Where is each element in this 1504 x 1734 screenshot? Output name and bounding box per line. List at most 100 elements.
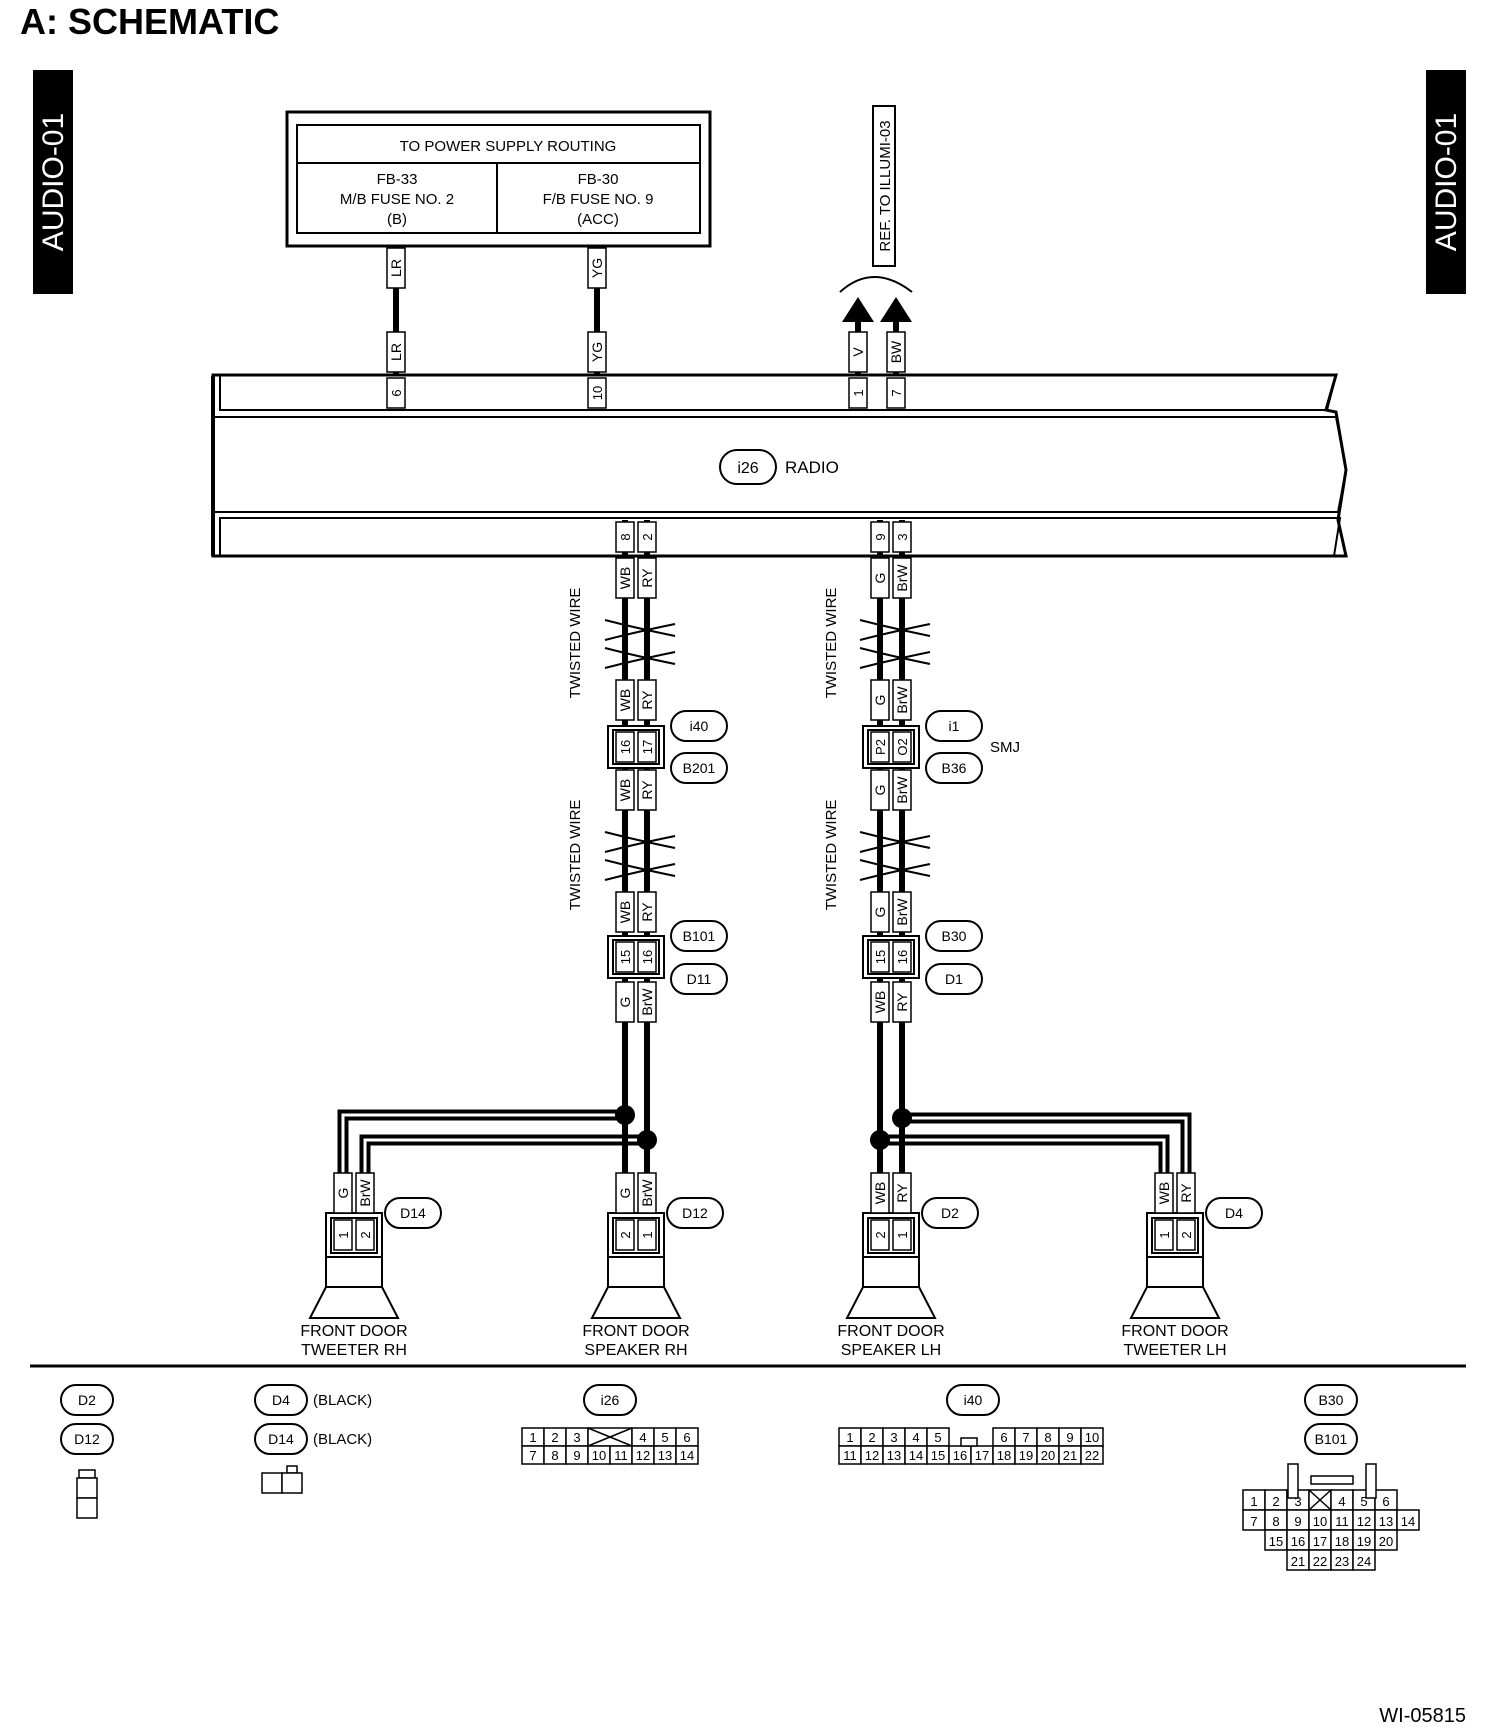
legend-pin: 9 xyxy=(1066,1430,1073,1445)
connector-oval xyxy=(583,1384,637,1416)
pin-cell xyxy=(892,521,912,553)
legend-connector-label: D2 xyxy=(78,1392,96,1408)
legend-pin: 7 xyxy=(1250,1514,1257,1529)
connector-upper-label: i40 xyxy=(690,718,709,734)
smj-label: SMJ xyxy=(990,739,1020,756)
wire-tag-box xyxy=(892,981,912,1023)
wire-color-label: YG xyxy=(589,258,605,278)
wire-color-label: G xyxy=(872,695,888,706)
pin-cell xyxy=(1154,1219,1174,1251)
legend-pin: 23 xyxy=(1335,1554,1349,1569)
legend-pin: 13 xyxy=(887,1448,901,1463)
legend-pin: 16 xyxy=(1291,1534,1305,1549)
wire-tag-box xyxy=(637,679,657,721)
legend-pin: 8 xyxy=(1044,1430,1051,1445)
pin-cell xyxy=(637,941,657,973)
pin-number: 1 xyxy=(1157,1231,1172,1238)
connector-lower-label: B36 xyxy=(942,760,967,776)
side-tab-right-label: AUDIO-01 xyxy=(1430,113,1463,251)
speakers xyxy=(308,1212,1221,1319)
speaker-connector-label: D14 xyxy=(400,1205,426,1221)
legend-pin: 2 xyxy=(868,1430,875,1445)
power-box-left-line2: M/B FUSE NO. 2 xyxy=(340,191,454,208)
legend-pin: 22 xyxy=(1313,1554,1327,1569)
legend-pin: 1 xyxy=(846,1430,853,1445)
wire-color-label: G xyxy=(872,907,888,918)
legend-pin: 6 xyxy=(683,1430,690,1445)
legend-connector-label: B30 xyxy=(1319,1392,1344,1408)
wire-color-label: BrW xyxy=(639,988,655,1016)
legend-suffix: (BLACK) xyxy=(313,1431,372,1448)
wire-color-label: RY xyxy=(639,902,655,922)
side-tab-left: AUDIO-01 xyxy=(33,70,73,294)
legend-pin: 5 xyxy=(661,1430,668,1445)
connector-oval xyxy=(1304,1423,1358,1455)
pin-cell xyxy=(848,377,868,409)
speaker-connector-label: D4 xyxy=(1225,1205,1243,1221)
pin-cell xyxy=(615,521,635,553)
connector-oval xyxy=(946,1384,1000,1416)
legend-pin: 3 xyxy=(573,1430,580,1445)
legend-pin: 11 xyxy=(614,1448,628,1463)
splice-dot xyxy=(870,1130,890,1150)
connector-oval xyxy=(925,752,983,784)
twisted-wire-labels: TWISTED WIRE TWISTED WIRE TWISTED WIRE T… xyxy=(567,588,840,911)
legend-pin: 19 xyxy=(1357,1534,1371,1549)
pin-number: 8 xyxy=(618,533,633,540)
wire-tag-box xyxy=(848,331,868,373)
pin-cell xyxy=(587,377,607,409)
wire-tag-box xyxy=(637,769,657,811)
speaker-connector-label: D12 xyxy=(682,1205,708,1221)
connector-oval xyxy=(254,1423,308,1455)
ref-illumi-label: REF. TO ILLUMI-03 xyxy=(839,105,913,293)
pin-cell xyxy=(355,1219,375,1251)
pin-cell xyxy=(892,1219,912,1251)
legend-pin: 17 xyxy=(1313,1534,1327,1549)
legend-pin: 24 xyxy=(1357,1554,1371,1569)
pin-cell xyxy=(637,521,657,553)
legend-pin: 2 xyxy=(551,1430,558,1445)
connector-oval xyxy=(666,1197,724,1229)
legend-pin: 21 xyxy=(1063,1448,1077,1463)
legend-pin: 10 xyxy=(592,1448,606,1463)
legend-connector-label: D14 xyxy=(268,1431,294,1447)
side-tab-left-label: AUDIO-01 xyxy=(37,113,70,251)
twisted-wire-label: TWISTED WIRE xyxy=(567,588,584,699)
wire-tag-box xyxy=(870,679,890,721)
pin-cell xyxy=(637,731,657,763)
legend-pin-cell xyxy=(1374,1529,1398,1551)
side-tab-right: AUDIO-01 xyxy=(1426,70,1466,294)
power-box-left-line1: FB-33 xyxy=(377,171,418,188)
pin-number: O2 xyxy=(895,738,910,755)
pin-number: 1 xyxy=(895,1231,910,1238)
pin-number: 2 xyxy=(618,1231,633,1238)
connector-upper-label: i1 xyxy=(949,718,960,734)
wire-tag-box xyxy=(1154,1172,1174,1214)
pin-cell xyxy=(615,1219,635,1251)
wire-color-label: V xyxy=(850,347,866,357)
wire-color-label: WB xyxy=(617,901,633,924)
legend-connector-label: D4 xyxy=(272,1392,290,1408)
legend-pin: 7 xyxy=(1022,1430,1029,1445)
legend-pin: 18 xyxy=(1335,1534,1349,1549)
wire-color-label: RY xyxy=(1178,1183,1194,1203)
pin-cell xyxy=(892,731,912,763)
wire-tag-box xyxy=(615,981,635,1023)
pin-number: 2 xyxy=(1179,1231,1194,1238)
legend-pin: 9 xyxy=(1294,1514,1301,1529)
wire-color-label: BrW xyxy=(894,686,910,714)
pin-number: P2 xyxy=(873,739,888,755)
radio-connector-id: i26 xyxy=(737,460,758,477)
pin-number: 7 xyxy=(889,389,904,396)
pin-number: 10 xyxy=(590,386,605,400)
speaker-label-line2: SPEAKER RH xyxy=(584,1342,687,1359)
key-cross xyxy=(587,1427,633,1447)
legend-pin: 21 xyxy=(1291,1554,1305,1569)
wire-tag-box xyxy=(870,769,890,811)
connector-oval xyxy=(254,1384,308,1416)
pin-cell xyxy=(870,731,890,763)
legend-pin-cell xyxy=(675,1445,699,1465)
splice-dot xyxy=(892,1108,912,1128)
pin-number: 16 xyxy=(640,950,655,964)
